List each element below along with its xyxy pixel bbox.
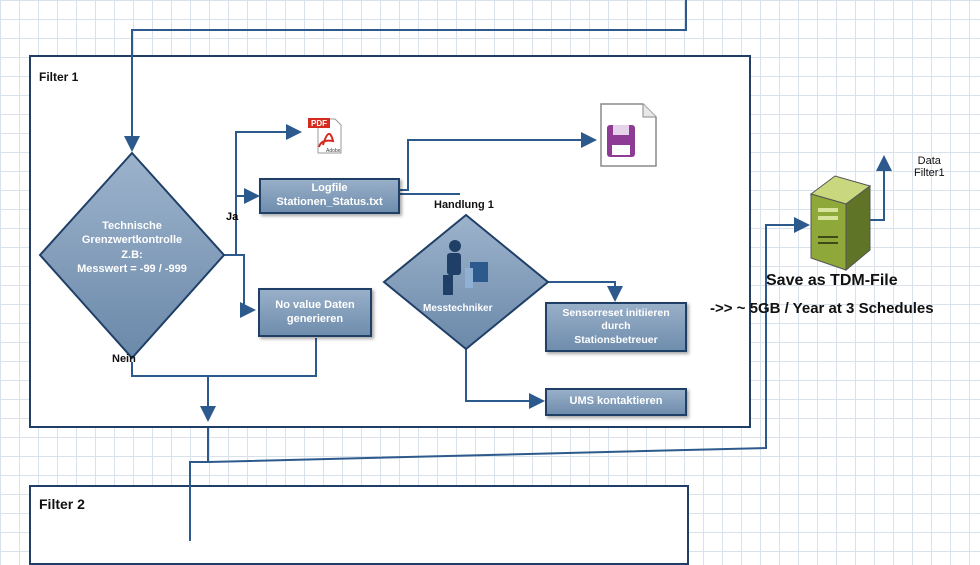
pdf-icon-subtext: Adobe — [326, 148, 341, 154]
novalue-box: No value Daten generieren — [258, 288, 372, 337]
save-file-icon — [600, 103, 657, 167]
decision-diamond — [38, 151, 226, 360]
decision-yes-label: Ja — [226, 211, 239, 223]
connector-nein — [131, 362, 208, 377]
connector-filter2 — [189, 428, 209, 541]
connector-novalue-merge — [200, 338, 317, 422]
connector-ums — [465, 348, 545, 409]
logfile-box: Logfile Stationen_Status.txt — [259, 178, 400, 214]
flow-shapes: PDF Adobe — [38, 55, 872, 541]
decision-text: Technische Grenzwertkontrolle Z.B: Messw… — [77, 220, 187, 275]
connector-logfile-save — [400, 132, 597, 191]
connector-novalue — [224, 254, 256, 318]
filter2-label: Filter 2 — [39, 496, 85, 512]
server-data-label: Data Filter1 — [914, 155, 945, 179]
decision-no-label: Nein — [112, 353, 136, 365]
connector-sensor — [548, 281, 623, 302]
pdf-icon: PDF Adobe — [308, 118, 342, 154]
handlung-role: Messtechniker — [423, 303, 493, 314]
save-tdm-label: Save as TDM-File — [766, 272, 898, 289]
pdf-icon-text: PDF — [311, 119, 327, 128]
connector-to-server — [207, 217, 810, 463]
size-note-label: ->> ~ 5GB / Year at 3 Schedules — [710, 300, 934, 317]
sensor-reset-box: Sensorreset initiieren durch Stationsbet… — [545, 302, 687, 352]
handlung-title: Handlung 1 — [434, 199, 494, 211]
filter1-label: Filter 1 — [39, 70, 79, 84]
worker-icon — [443, 240, 488, 295]
server-icon — [809, 175, 872, 272]
ums-box: UMS kontaktieren — [545, 388, 687, 416]
